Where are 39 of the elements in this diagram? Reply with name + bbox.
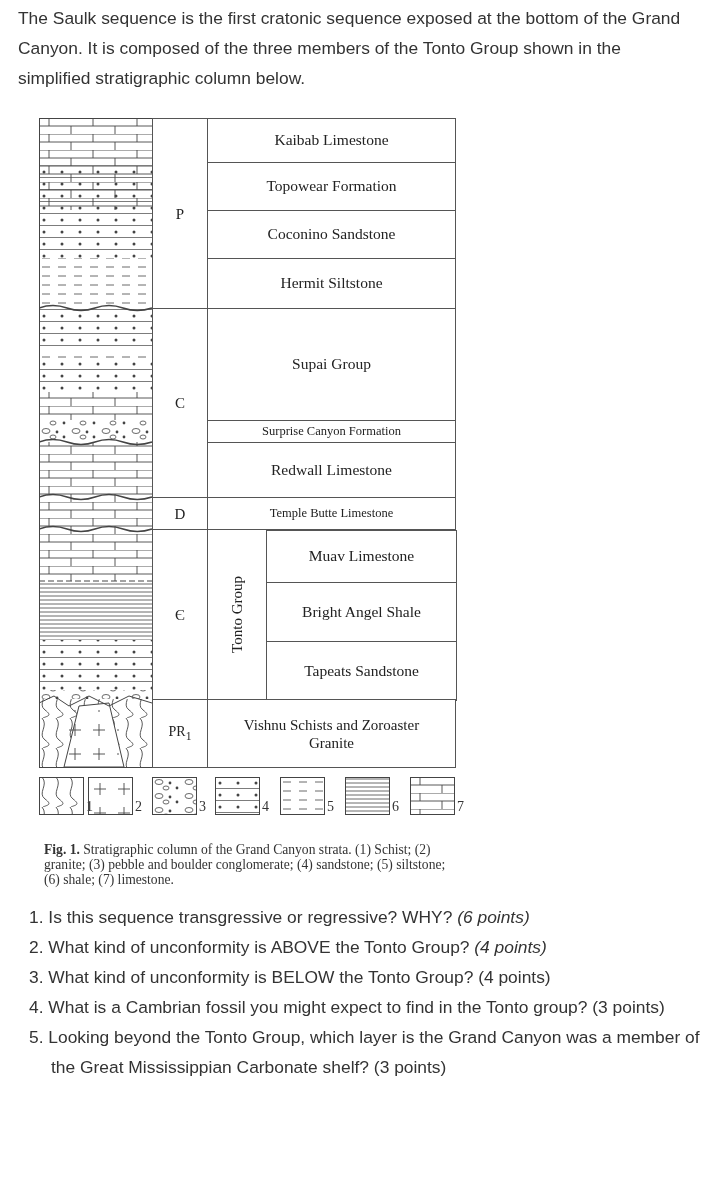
legend-number: 4 bbox=[262, 799, 269, 815]
legend-number: 3 bbox=[199, 799, 206, 815]
formation-name: Vishnu Schists and Zoroaster Granite bbox=[242, 715, 421, 752]
formation-name: Muav Limestone bbox=[307, 547, 416, 566]
formation-name: Redwall Limestone bbox=[270, 460, 393, 480]
intro-paragraph: The Saulk sequence is the first cratonic sequence exposed at the bottom of the Grand Canyon. It is composed of the three members of the Tonto Group shown in the simplified stratigraphic column below. bbox=[18, 7, 682, 90]
group-name: Tonto Group bbox=[229, 576, 246, 653]
period-cell bbox=[152, 699, 208, 768]
formation-name: Bright Angel Shale bbox=[301, 602, 422, 622]
question-text: 3. What kind of unconformity is BELOW the Tonto Group? (4 points) bbox=[29, 966, 552, 989]
formation-cell bbox=[266, 530, 457, 583]
formation-name: Supai Group bbox=[291, 355, 372, 374]
question-text: 2. What kind of unconformity is ABOVE the Tonto Group? (4 points) bbox=[29, 936, 548, 959]
period-symbol: C bbox=[174, 394, 186, 412]
formation-cell bbox=[266, 582, 457, 642]
formation-name: Temple Butte Limestone bbox=[268, 506, 395, 521]
formation-cell bbox=[207, 118, 456, 163]
formation-cell bbox=[207, 699, 456, 768]
formation-name: Kaibab Limestone bbox=[273, 131, 390, 150]
formation-name: Hermit Siltstone bbox=[279, 274, 384, 293]
legend-number: 7 bbox=[457, 799, 464, 815]
figure-caption: Fig. 1. Stratigraphic column of the Grand Canyon strata. (1) Schist; (2) granite; (3) pebble and boulder conglomerate; (4) sandstone; (5) siltstone; (6) shale; (7) limestone. bbox=[44, 842, 447, 887]
legend-number: 1 bbox=[86, 799, 93, 815]
formation-name: Coconino Sandstone bbox=[266, 225, 397, 244]
period-symbol: P bbox=[174, 204, 186, 223]
formation-name: Topowear Formation bbox=[265, 177, 398, 196]
legend-number: 2 bbox=[135, 799, 142, 815]
period-symbol: Є bbox=[174, 605, 186, 624]
question-text: 4. What is a Cambrian fossil you might expect to find in the Tonto group? (3 points) bbox=[29, 996, 666, 1019]
period-cell bbox=[152, 118, 208, 309]
question-text: 5. Looking beyond the Tonto Group, which layer is the Grand Canyon was a member of the Great Mississippian Carbonate shelf? (3 points) bbox=[29, 1026, 701, 1079]
legend-number: 5 bbox=[327, 799, 334, 815]
legend-number: 6 bbox=[392, 799, 399, 815]
period-symbol: D bbox=[173, 504, 187, 523]
formation-name: Surprise Canyon Formation bbox=[261, 424, 402, 439]
formation-name: Tapeats Sandstone bbox=[303, 661, 420, 681]
formation-cell bbox=[266, 641, 457, 701]
question-text: 1. Is this sequence transgressive or regressive? WHY? (6 points) bbox=[29, 906, 531, 929]
period-symbol: PR$_{1}$ bbox=[167, 723, 193, 744]
